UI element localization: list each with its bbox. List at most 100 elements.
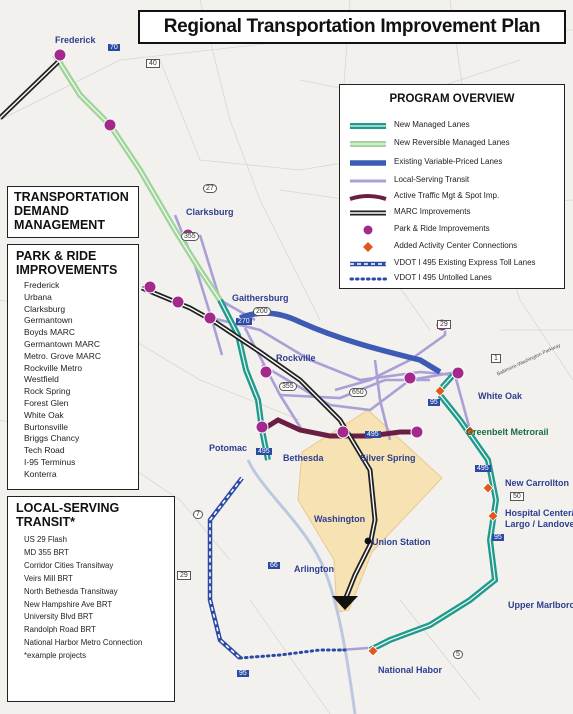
i495-shield-icon: 495 <box>256 448 272 455</box>
park-ride-list: Frederick Urbana Clarksburg Germantown B… <box>16 280 130 481</box>
route-1-shield-icon: 1 <box>491 354 501 363</box>
local-transit-heading: LOCAL-SERVING <box>16 501 120 515</box>
local-transit-heading: TRANSIT* <box>16 515 76 529</box>
legend-item-park-ride: Park & Ride Improvements <box>348 223 562 237</box>
legend-label: Local-Serving Transit <box>394 175 470 184</box>
list-item: Frederick <box>24 280 60 290</box>
list-item: US 29 Flash <box>24 535 67 544</box>
list-item: Rock Spring <box>24 386 71 397</box>
list-item: Randolph Road BRT <box>24 625 96 635</box>
list-item: Veirs Mill BRT <box>24 573 73 583</box>
list-item: North Bethesda Transitway <box>24 586 118 596</box>
i95-shield-icon: 95 <box>237 670 249 677</box>
list-item: Urbana <box>24 291 52 302</box>
list-item: White Oak <box>24 409 64 420</box>
legend-label: Added Activity Center Connections <box>394 241 518 250</box>
list-item: Germantown <box>24 315 73 326</box>
park-ride-dot-icon <box>363 225 373 235</box>
tdm-line: MANAGEMENT <box>14 218 105 232</box>
maroon-line-icon <box>349 194 387 201</box>
i95-shield-icon: 95 <box>492 534 504 541</box>
i70-shield-icon: 70 <box>108 44 120 51</box>
place-label-largo-landover: Largo / Landover <box>505 519 573 529</box>
place-label-silver-spring: Silver Spring <box>360 453 416 463</box>
list-item: Burtonsville <box>24 421 68 432</box>
legend-label: Existing Variable-Priced Lanes <box>394 157 503 166</box>
list-item: Germantown MARC <box>24 338 101 349</box>
place-label-greenbelt: Greenbelt Metrorail <box>466 427 549 437</box>
map-title-box: Regional Transportation Improvement Plan <box>138 10 566 44</box>
i270-shield-icon: 270 <box>236 318 252 325</box>
park-ride-heading: PARK & RIDE <box>16 249 97 263</box>
place-label-rockville: Rockville <box>276 353 316 363</box>
list-item: Rockville Metro <box>24 362 83 373</box>
legend-panel: PROGRAM OVERVIEW New Managed Lanes New R… <box>339 84 565 289</box>
list-item: I-95 Terminus <box>24 456 76 467</box>
legend-item-untolled: VDOT I 495 Untolled Lanes <box>348 272 562 286</box>
list-item: Corridor Cities Transitway <box>24 560 114 570</box>
legend-item-local-transit: Local-Serving Transit <box>348 174 562 188</box>
legend-item-marc: MARC Improvements <box>348 206 562 220</box>
legend-item-reversible-lanes: New Reversible Managed Lanes <box>348 137 562 151</box>
union-station-dot <box>364 537 372 545</box>
route-7-shield-icon: 7 <box>193 510 203 519</box>
active-traffic-management <box>260 417 418 439</box>
list-item: Metro. Grove MARC <box>24 350 101 361</box>
route-29-shield-icon: 29 <box>437 320 451 329</box>
list-item: Clarksburg <box>24 303 66 314</box>
legend-label: VDOT I 495 Existing Express Toll Lanes <box>394 258 536 267</box>
list-item: Tech Road <box>24 445 65 456</box>
place-label-potomac: Potomac <box>209 443 248 453</box>
activity-center-diamonds <box>367 385 499 657</box>
legend-label: New Managed Lanes <box>394 120 470 129</box>
place-label-washington: Washington <box>314 514 366 524</box>
rail-line-icon <box>350 210 386 216</box>
marc-arrow <box>332 596 358 610</box>
i95-shield-icon: 95 <box>428 399 440 406</box>
local-transit-list: US 29 Flash MD 355 BRT Corridor Cities T… <box>16 534 166 663</box>
legend-item-active-traffic: Active Traffic Mgt & Spot Imp. <box>348 190 562 204</box>
place-label-upper-marlboro: Upper Marlboro <box>508 600 573 610</box>
place-label-new-carrollton: New Carrollton <box>505 478 570 488</box>
route-5-shield-icon: 5 <box>453 650 463 659</box>
route-40-shield-icon: 40 <box>146 59 160 68</box>
route-355-shield-icon: 355 <box>279 382 297 391</box>
blue-line-icon <box>350 160 386 166</box>
map-title: Regional Transportation Improvement Plan <box>163 16 541 37</box>
tdm-line: DEMAND <box>14 204 69 218</box>
list-item: MD 355 BRT <box>24 547 69 557</box>
place-label-frederick: Frederick <box>55 35 96 45</box>
i66-shield-icon: 66 <box>268 562 280 569</box>
list-item: National Harbor Metro Connection <box>24 638 143 648</box>
reversible-managed-lanes <box>52 53 223 302</box>
legend-label: MARC Improvements <box>394 207 471 216</box>
i495-shield-icon: 495 <box>365 431 381 438</box>
place-label-hospital-center: Hospital Center/ <box>505 508 573 518</box>
i495-shield-icon: 495 <box>475 465 491 472</box>
diamond-icon <box>363 242 373 252</box>
park-ride-heading: IMPROVEMENTS <box>16 263 118 277</box>
list-item: Briggs Chancy <box>24 433 80 444</box>
route-27-shield-icon: 27 <box>203 184 217 193</box>
route-29-shield-icon: 29 <box>177 571 191 580</box>
route-50-shield-icon: 50 <box>510 492 524 501</box>
route-200-shield-icon: 200 <box>253 307 271 316</box>
route-650-shield-icon: 650 <box>349 388 367 397</box>
teal-line-icon <box>350 123 386 129</box>
place-label-gaithersburg: Gaithersburg <box>232 293 289 303</box>
legend-item-variable-priced: Existing Variable-Priced Lanes <box>348 156 562 170</box>
washington-dc-area <box>297 409 443 613</box>
vdot-i495 <box>207 476 347 660</box>
local-transit-panel: LOCAL-SERVING TRANSIT* US 29 Flash MD 35… <box>7 496 175 702</box>
legend-label: Active Traffic Mgt & Spot Imp. <box>394 191 500 200</box>
legend-item-express-toll: VDOT I 495 Existing Express Toll Lanes <box>348 257 562 271</box>
list-item: University Blvd BRT <box>24 612 94 622</box>
dotted-line-icon <box>349 277 388 281</box>
lavender-line-icon <box>350 179 386 183</box>
list-item: Forest Glen <box>24 397 69 408</box>
tdm-panel: TRANSPORTATION DEMAND MANAGEMENT <box>7 186 139 238</box>
legend-label: New Reversible Managed Lanes <box>394 138 510 147</box>
place-label-clarksburg: Clarksburg <box>186 207 234 217</box>
legend-label: VDOT I 495 Untolled Lanes <box>394 273 492 282</box>
